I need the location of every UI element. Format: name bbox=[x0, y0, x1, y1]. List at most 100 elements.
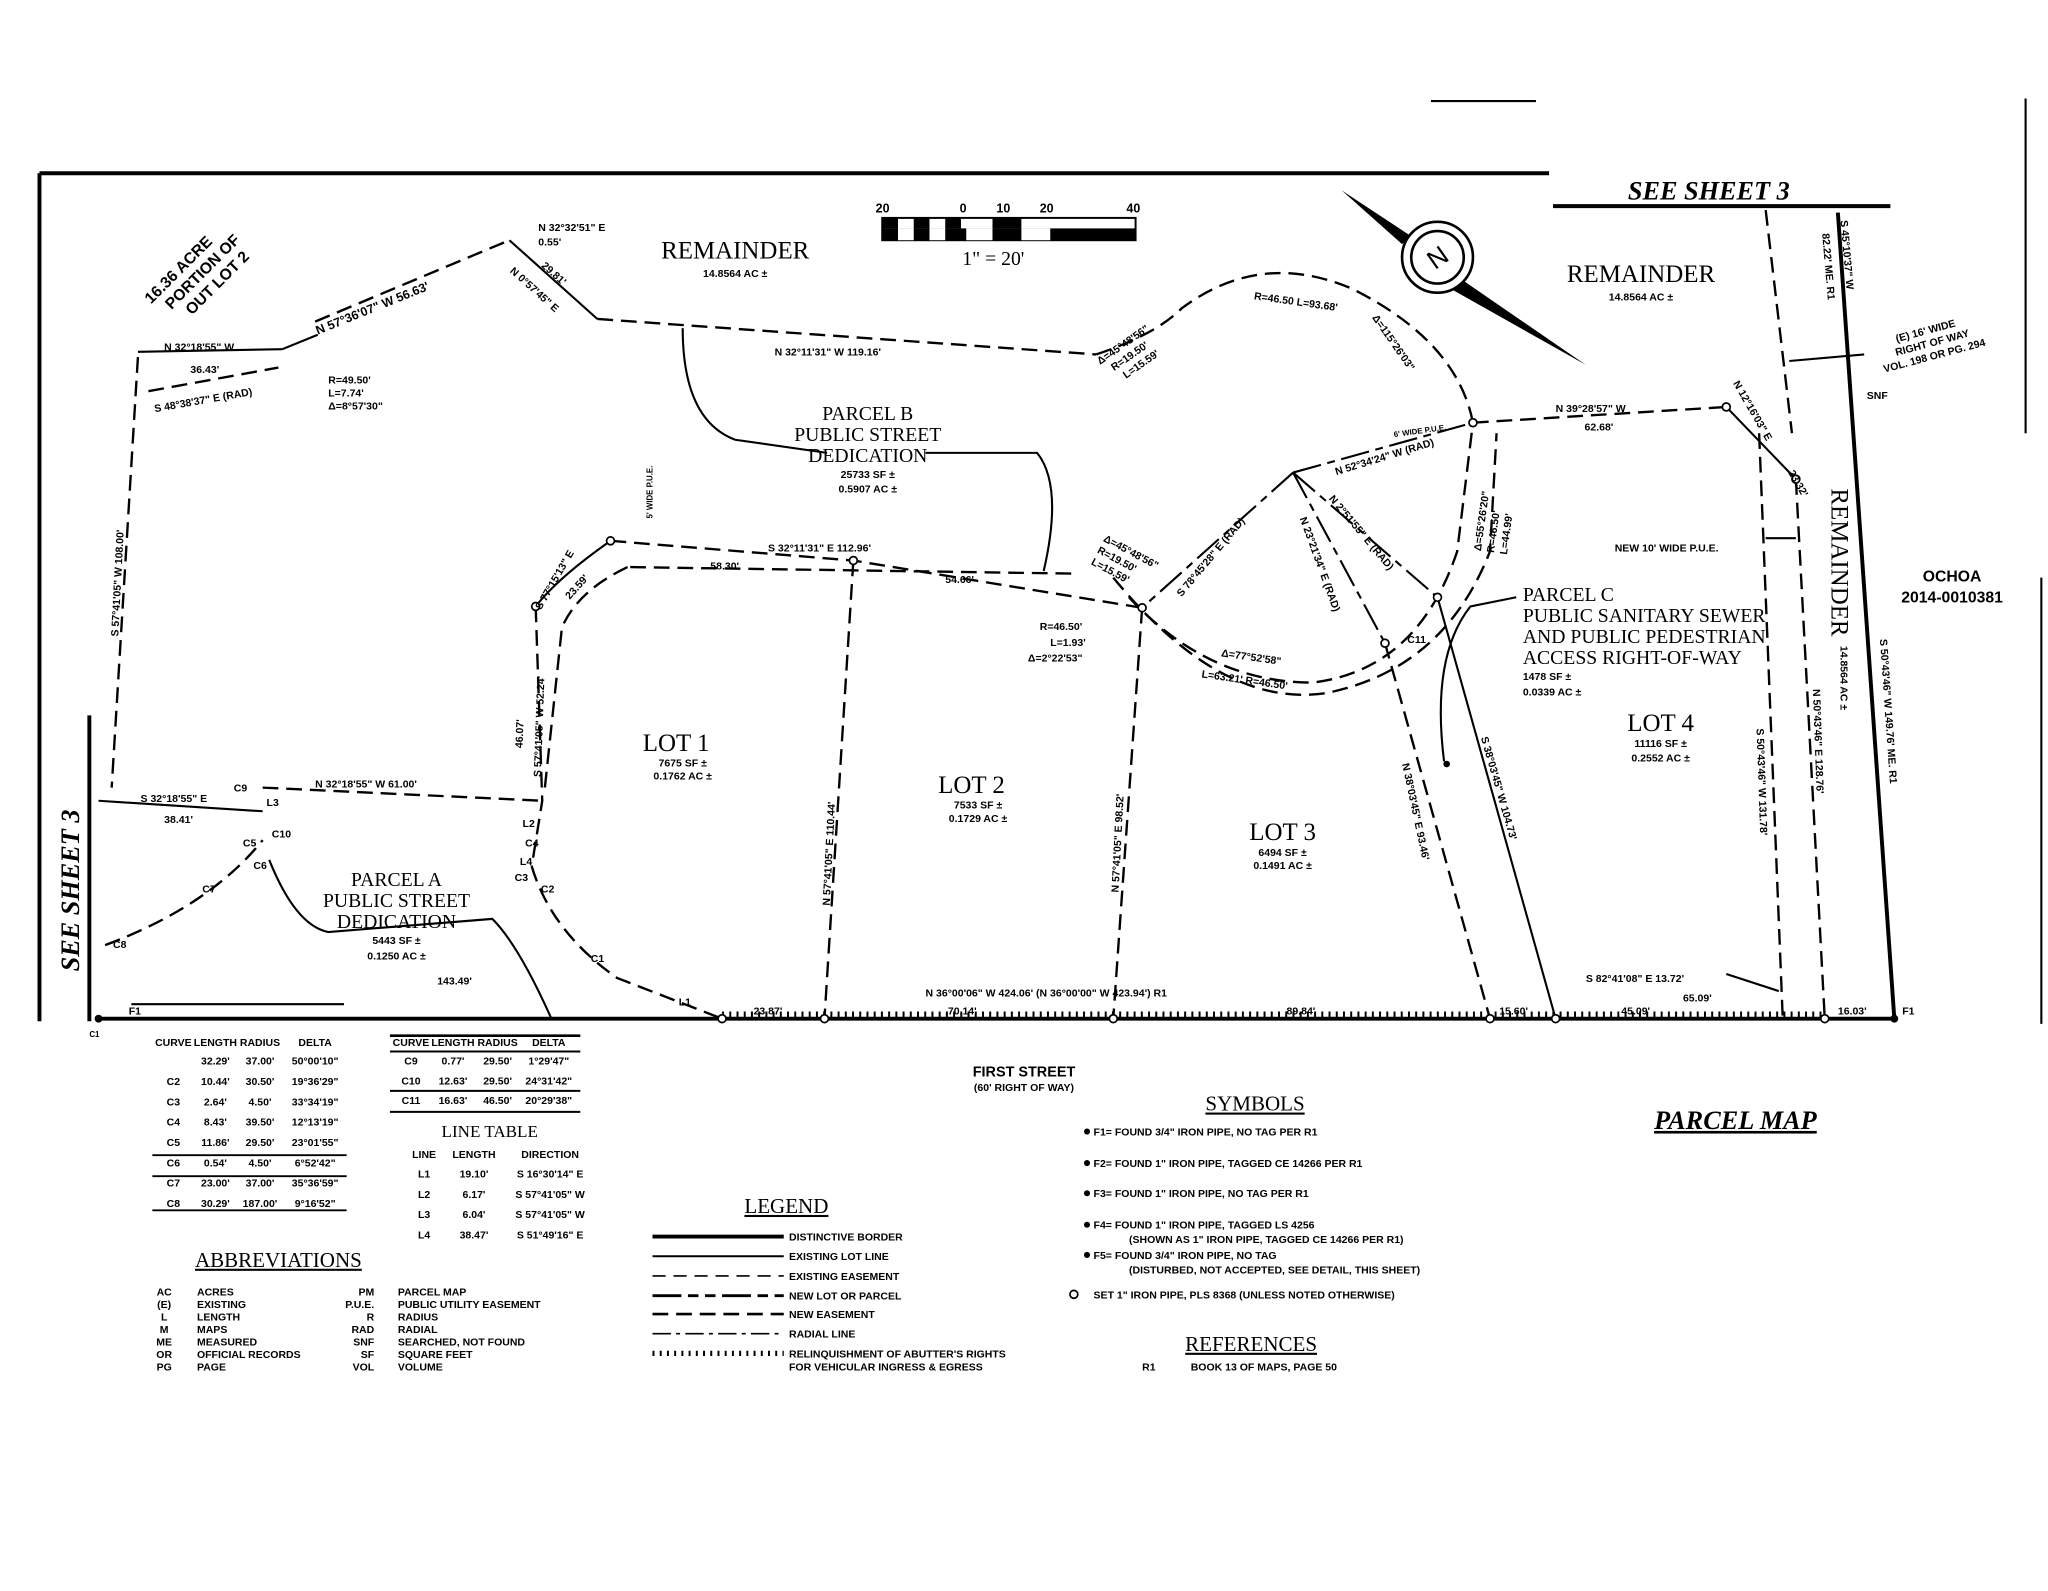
table-cell: 24°31'42" bbox=[525, 1075, 572, 1087]
map-annotation: L4 bbox=[520, 856, 532, 868]
map-annotation: (SHOWN AS 1" IRON PIPE, TAGGED CE 14266 … bbox=[1129, 1234, 1404, 1246]
map-annotation: L2 bbox=[523, 818, 535, 830]
abbreviation-code: SNF bbox=[353, 1337, 375, 1349]
table-cell: L4 bbox=[418, 1230, 430, 1242]
map-annotation: PARCEL A bbox=[351, 869, 443, 891]
parcel-c-label: PARCEL C PUBLIC SANITARY SEWER AND PUBLI… bbox=[1523, 584, 1767, 699]
map-annotation: 0.2552 AC ± bbox=[1631, 752, 1690, 764]
table-cell: 20°29'38" bbox=[525, 1095, 572, 1107]
map-annotation: L1 bbox=[679, 997, 691, 1009]
ochoa-label: OCHOA 2014-0010381 bbox=[1901, 569, 2003, 607]
map-annotation: SNF bbox=[1867, 390, 1889, 402]
table-cell: 4.50' bbox=[249, 1096, 272, 1108]
map-annotation: LINE TABLE bbox=[442, 1122, 538, 1141]
table-cell: 46.50' bbox=[483, 1095, 512, 1107]
table-header: DELTA bbox=[298, 1037, 332, 1049]
table-cell: 23°01'55" bbox=[292, 1137, 339, 1149]
map-annotation: DEDICATION bbox=[808, 445, 927, 467]
map-annotation: 14.8564 AC ± bbox=[703, 268, 768, 280]
map-annotation: N 39°28'57" W bbox=[1556, 403, 1626, 415]
map-annotation: N 32°18'55" W 61.00' bbox=[315, 779, 417, 791]
map-annotation: LOT 3 bbox=[1249, 819, 1316, 846]
map-annotation: 0.5907 AC ± bbox=[839, 483, 898, 495]
map-annotation: 0.1762 AC ± bbox=[653, 771, 712, 783]
map-annotation: S 77°15'13" E bbox=[533, 548, 577, 612]
table-header: CURVE bbox=[393, 1037, 430, 1049]
map-title: PARCEL MAP bbox=[1653, 1106, 1818, 1135]
lot-1-label: LOT 1 7675 SF ± 0.1762 AC ± bbox=[643, 730, 712, 783]
table-cell: C3 bbox=[167, 1096, 181, 1108]
map-annotation: 20 bbox=[1040, 202, 1054, 216]
table-cell: S 16°30'14" E bbox=[517, 1168, 584, 1180]
map-annotation: EXISTING LOT LINE bbox=[789, 1251, 889, 1263]
table-cell: 6°52'42" bbox=[295, 1157, 336, 1169]
table-cell: 0.54' bbox=[204, 1157, 227, 1169]
map-annotation: 6494 SF ± bbox=[1258, 847, 1307, 859]
map-annotation: 82.22' ME. R1 bbox=[1819, 233, 1837, 301]
abbreviation-code: (E) bbox=[157, 1299, 171, 1311]
abbreviation-code: L bbox=[161, 1312, 168, 1324]
map-annotation: 36.43' bbox=[190, 364, 219, 376]
map-annotation: L=7.74' bbox=[328, 387, 363, 399]
map-annotation: SET 1" IRON PIPE, PLS 8368 (UNLESS NOTED… bbox=[1094, 1289, 1395, 1301]
map-annotation: 14.8564 AC ± bbox=[1609, 292, 1674, 304]
map-annotation: 89.84' bbox=[1287, 1006, 1316, 1018]
map-annotation: 38.41' bbox=[164, 814, 193, 826]
table-cell: 11.86' bbox=[201, 1137, 229, 1149]
map-annotation: REFERENCES bbox=[1185, 1332, 1317, 1356]
abbreviation-code: SF bbox=[361, 1349, 375, 1361]
map-annotation: S 50°43'46" W 131.78' bbox=[1753, 728, 1769, 835]
symbols: SYMBOLS F1= FOUND 3/4" IRON PIPE, NO TAG… bbox=[1069, 1092, 1420, 1301]
map-annotation: Δ=8°57'30" bbox=[328, 401, 383, 413]
map-annotation: F2= FOUND 1" IRON PIPE, TAGGED CE 14266 … bbox=[1094, 1158, 1363, 1170]
abbreviation-meaning: RADIUS bbox=[398, 1312, 438, 1324]
monuments bbox=[94, 402, 1899, 1024]
references: REFERENCES R1 BOOK 13 OF MAPS, PAGE 50 bbox=[1142, 1332, 1337, 1374]
table-cell: C6 bbox=[167, 1157, 181, 1169]
map-annotation: C10 bbox=[272, 829, 291, 841]
map-annotation: Δ=2°22'53" bbox=[1028, 653, 1083, 665]
remainder-vertical-label: REMAINDER bbox=[1825, 488, 1852, 637]
map-annotation: S 32°11'31" E 112.96' bbox=[768, 542, 871, 554]
table-cell: 29.50' bbox=[483, 1075, 512, 1087]
map-annotation: 65.09' bbox=[1683, 993, 1712, 1005]
abbreviation-code: P.U.E. bbox=[345, 1299, 374, 1311]
table-cell: 35°36'59" bbox=[292, 1178, 339, 1190]
table-cell: 12°13'19" bbox=[292, 1117, 339, 1129]
map-annotation: R=46.50' bbox=[1040, 621, 1083, 633]
map-annotation: 0 bbox=[960, 202, 967, 216]
map-annotation: L=44.99' bbox=[1498, 513, 1516, 556]
map-annotation: NEW 10' WIDE P.U.E. bbox=[1615, 542, 1719, 554]
map-annotation: 2014-0010381 bbox=[1901, 590, 2003, 607]
map-annotation: FOR VEHICULAR INGRESS & EGRESS bbox=[789, 1361, 983, 1373]
abbreviation-code: AC bbox=[157, 1287, 173, 1299]
map-annotation: N 32°32'51" E bbox=[538, 222, 605, 234]
map-annotation: 25733 SF ± bbox=[841, 469, 895, 481]
table-cell: C5 bbox=[167, 1137, 181, 1149]
map-annotation: 58.30' bbox=[710, 561, 739, 573]
abbreviation-meaning: PUBLIC UTILITY EASEMENT bbox=[398, 1299, 541, 1311]
table-cell: 29.50' bbox=[483, 1056, 512, 1068]
table-cell: 0.77' bbox=[442, 1056, 465, 1068]
map-annotation: PUBLIC SANITARY SEWER bbox=[1523, 605, 1767, 627]
map-annotation: 10 bbox=[996, 202, 1010, 216]
table-cell: C9 bbox=[404, 1056, 418, 1068]
table-cell: 30.50' bbox=[246, 1076, 275, 1088]
map-annotation: NEW EASEMENT bbox=[789, 1309, 875, 1321]
table-cell: 32.29' bbox=[201, 1056, 230, 1068]
map-annotation: Δ=115°26'03" bbox=[1369, 313, 1416, 374]
abbreviation-meaning: ACRES bbox=[197, 1287, 234, 1299]
table-cell: C8 bbox=[167, 1198, 181, 1210]
map-annotation: DISTINCTIVE BORDER bbox=[789, 1232, 903, 1244]
map-annotation: 62.68' bbox=[1585, 422, 1614, 434]
map-annotation: 46.07' bbox=[514, 719, 527, 748]
map-annotation: 0.1250 AC ± bbox=[367, 951, 426, 963]
abbreviation-meaning: VOLUME bbox=[398, 1361, 443, 1373]
map-annotation: 5443 SF ± bbox=[372, 935, 421, 947]
table-cell: 19°36'29" bbox=[292, 1076, 339, 1088]
table-cell: 50°00'10" bbox=[292, 1056, 339, 1068]
lot-4-label: LOT 4 11116 SF ± 0.2552 AC ± bbox=[1627, 710, 1694, 764]
